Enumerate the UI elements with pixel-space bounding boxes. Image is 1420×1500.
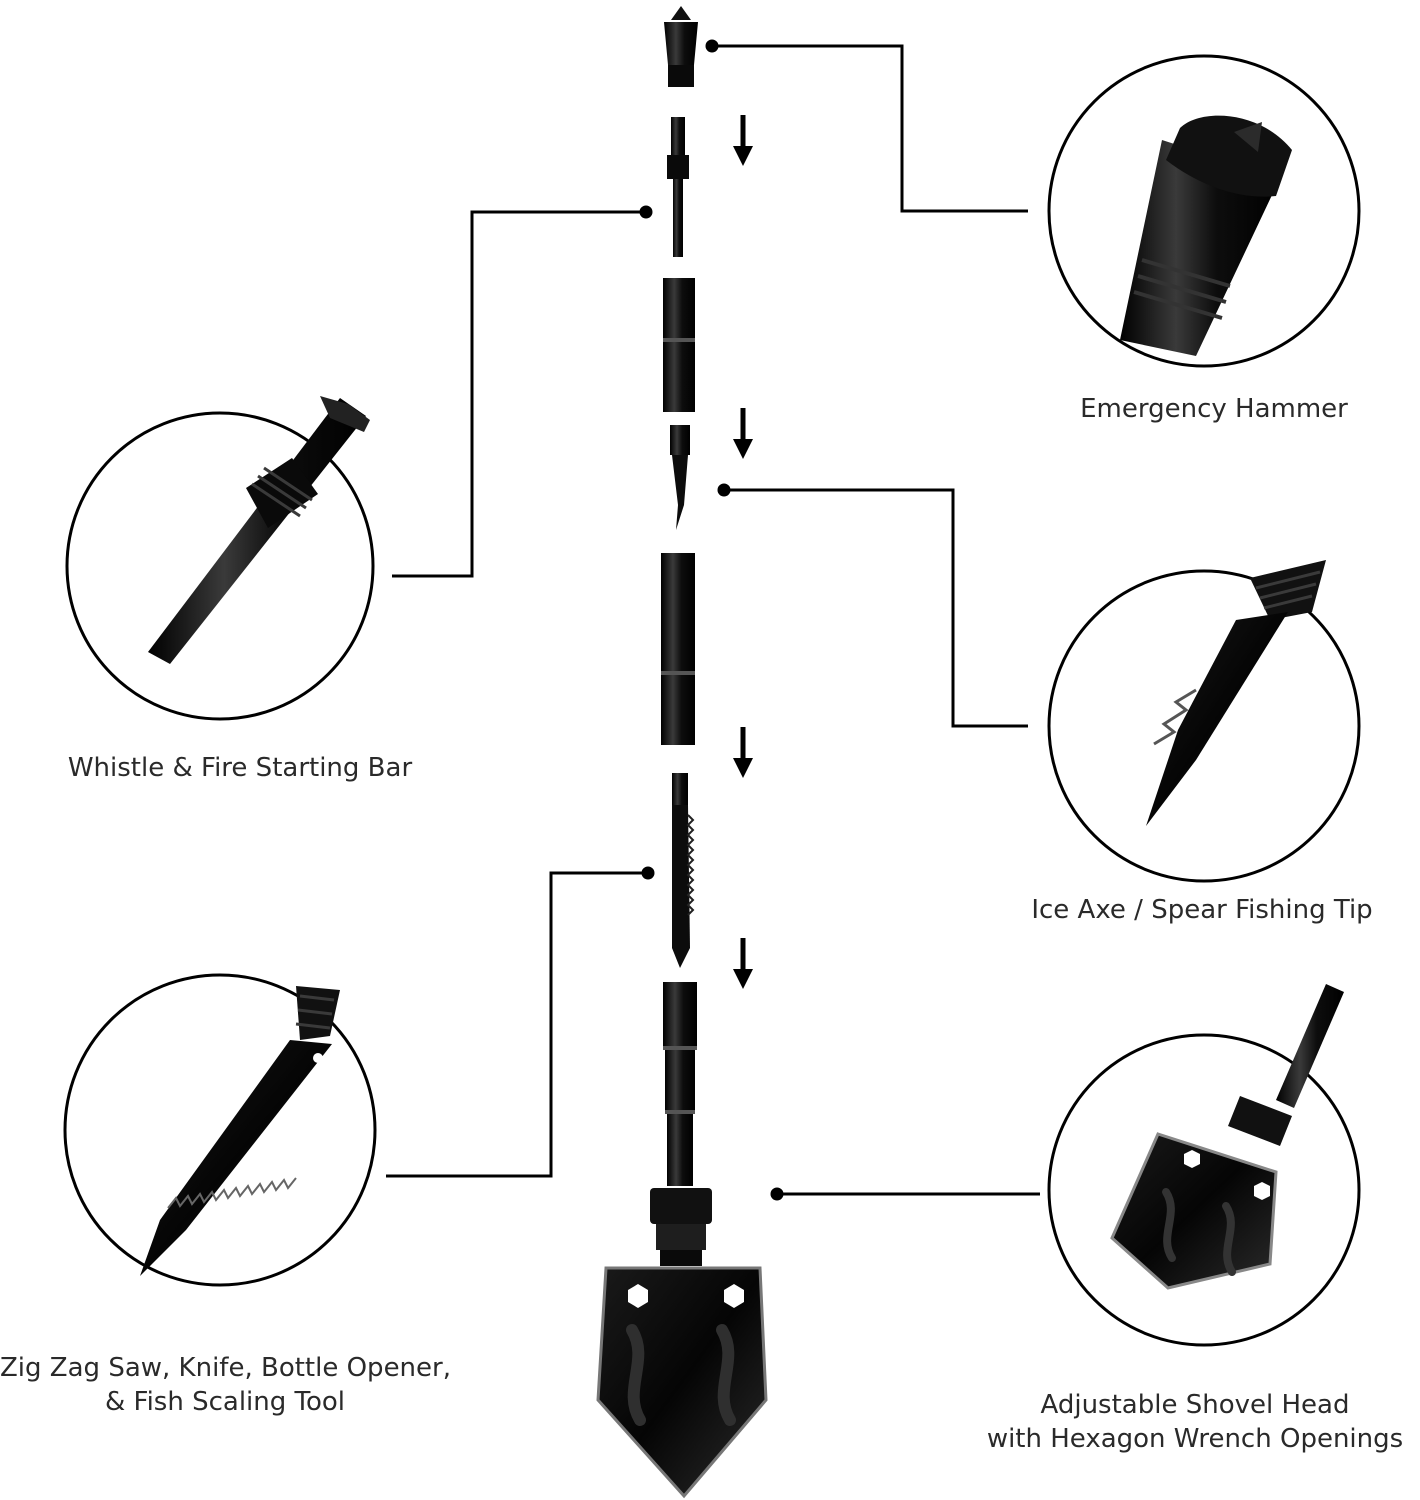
assembly-arrows: [733, 115, 753, 989]
label-line: Ice Axe / Spear Fishing Tip: [1031, 895, 1373, 925]
label-line: Whistle & Fire Starting Bar: [67, 753, 413, 783]
detail-circle-shovel-head: [1047, 984, 1361, 1347]
label-line: Adjustable Shovel Head: [1040, 1390, 1350, 1420]
leader-shovel-head: [770, 1187, 1040, 1201]
label-line: with Hexagon Wrench Openings: [986, 1424, 1404, 1454]
callout-leaders: [386, 39, 1040, 1201]
leader-whistle-fire-bar: [392, 205, 653, 578]
spear-part: [670, 425, 690, 530]
down-arrow-icon: [733, 115, 753, 166]
hammer-cap-part: [664, 6, 698, 87]
handle-tube-2: [661, 553, 695, 745]
handle-tube-3: [663, 982, 697, 1186]
fire-starter-icon: [148, 396, 370, 664]
detail-circle-emergency-hammer: [1047, 54, 1361, 368]
saw-part: [672, 773, 695, 968]
label-saw-knife: Zig Zag Saw, Knife, Bottle Opener, & Fis…: [0, 1351, 451, 1419]
leader-emergency-hammer: [705, 39, 1028, 213]
whistle-rod-part: [667, 117, 689, 257]
label-ice-axe: Ice Axe / Spear Fishing Tip: [972, 893, 1420, 927]
spear-tip-icon: [1146, 560, 1326, 826]
leader-ice-axe: [717, 483, 1028, 728]
down-arrow-icon: [733, 938, 753, 989]
label-emergency-hammer: Emergency Hammer: [1024, 392, 1404, 426]
label-line: Zig Zag Saw, Knife, Bottle Opener,: [0, 1353, 451, 1383]
center-tool-assembly: [596, 6, 768, 1499]
down-arrow-icon: [733, 727, 753, 778]
detail-circle-whistle-fire-bar: [65, 396, 375, 721]
shovel-blade-part: [596, 1266, 768, 1499]
leader-saw-knife: [386, 866, 655, 1178]
hinge-collar-part: [650, 1188, 712, 1266]
handle-tube-1: [663, 278, 695, 412]
saw-blade-icon: [140, 986, 340, 1276]
hammer-tip-icon: [1120, 115, 1292, 356]
detail-circle-ice-axe: [1047, 560, 1361, 883]
label-whistle-fire-bar: Whistle & Fire Starting Bar: [20, 751, 460, 785]
label-line: & Fish Scaling Tool: [104, 1387, 346, 1417]
detail-circle-saw-knife: [63, 973, 377, 1287]
shovel-head-icon: [1110, 984, 1344, 1290]
label-shovel-head: Adjustable Shovel Head with Hexagon Wren…: [970, 1388, 1420, 1456]
down-arrow-icon: [733, 408, 753, 459]
label-line: Emergency Hammer: [1080, 394, 1348, 424]
